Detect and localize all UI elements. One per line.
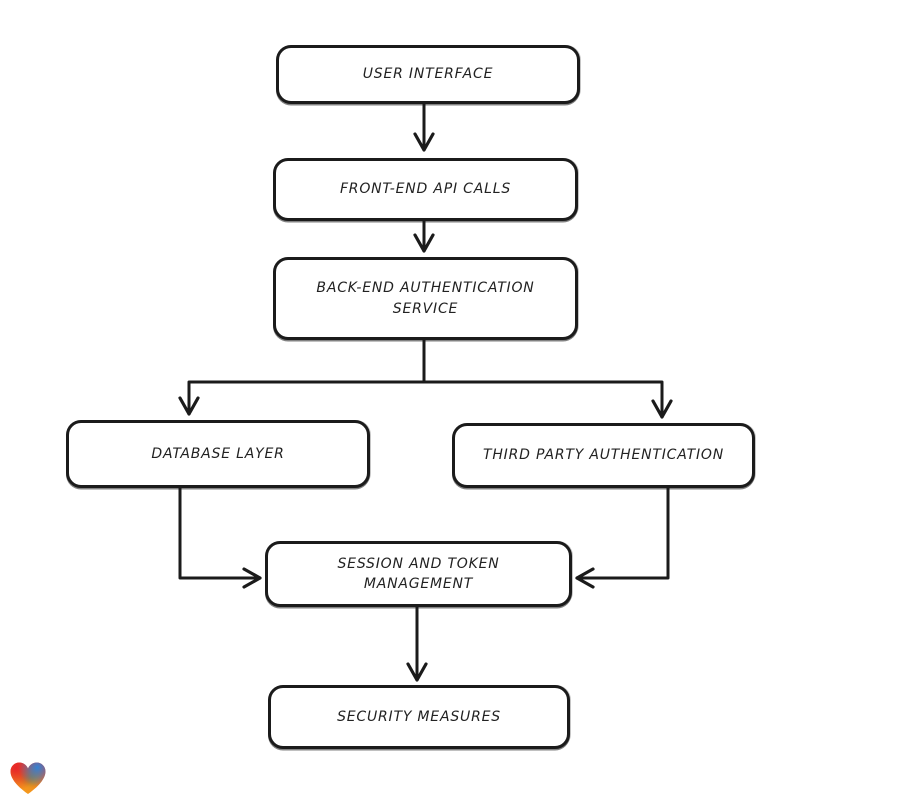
node-user-interface[interactable]: USER INTERFACE bbox=[276, 45, 580, 104]
node-session-and-token-management[interactable]: SESSION AND TOKEN MANAGEMENT bbox=[265, 541, 572, 607]
node-label: USER INTERFACE bbox=[362, 66, 494, 83]
node-security-measures[interactable]: SECURITY MEASURES bbox=[268, 685, 570, 749]
node-label: DATABASE LAYER bbox=[151, 445, 285, 462]
gradient-heart-logo[interactable] bbox=[10, 762, 46, 796]
edge-thirdparty-to-session bbox=[575, 486, 670, 589]
node-label: FRONT-END API CALLS bbox=[339, 181, 512, 198]
edge-backend-to-thirdparty bbox=[422, 380, 673, 419]
node-label: SESSION AND TOKEN MANAGEMENT bbox=[337, 555, 500, 592]
edge-backend-to-database bbox=[178, 380, 426, 416]
node-front-end-api-calls[interactable]: FRONT-END API CALLS bbox=[273, 158, 578, 221]
node-database-layer[interactable]: DATABASE LAYER bbox=[66, 420, 370, 488]
edge-database-to-session bbox=[178, 486, 262, 589]
node-label: SECURITY MEASURES bbox=[337, 708, 501, 725]
node-label: BACK-END AUTHENTICATION SERVICE bbox=[316, 280, 535, 317]
node-label: THIRD PARTY AUTHENTICATION bbox=[483, 447, 724, 464]
node-third-party-authentication[interactable]: THIRD PARTY AUTHENTICATION bbox=[452, 423, 755, 488]
node-back-end-authentication-service[interactable]: BACK-END AUTHENTICATION SERVICE bbox=[273, 257, 578, 340]
